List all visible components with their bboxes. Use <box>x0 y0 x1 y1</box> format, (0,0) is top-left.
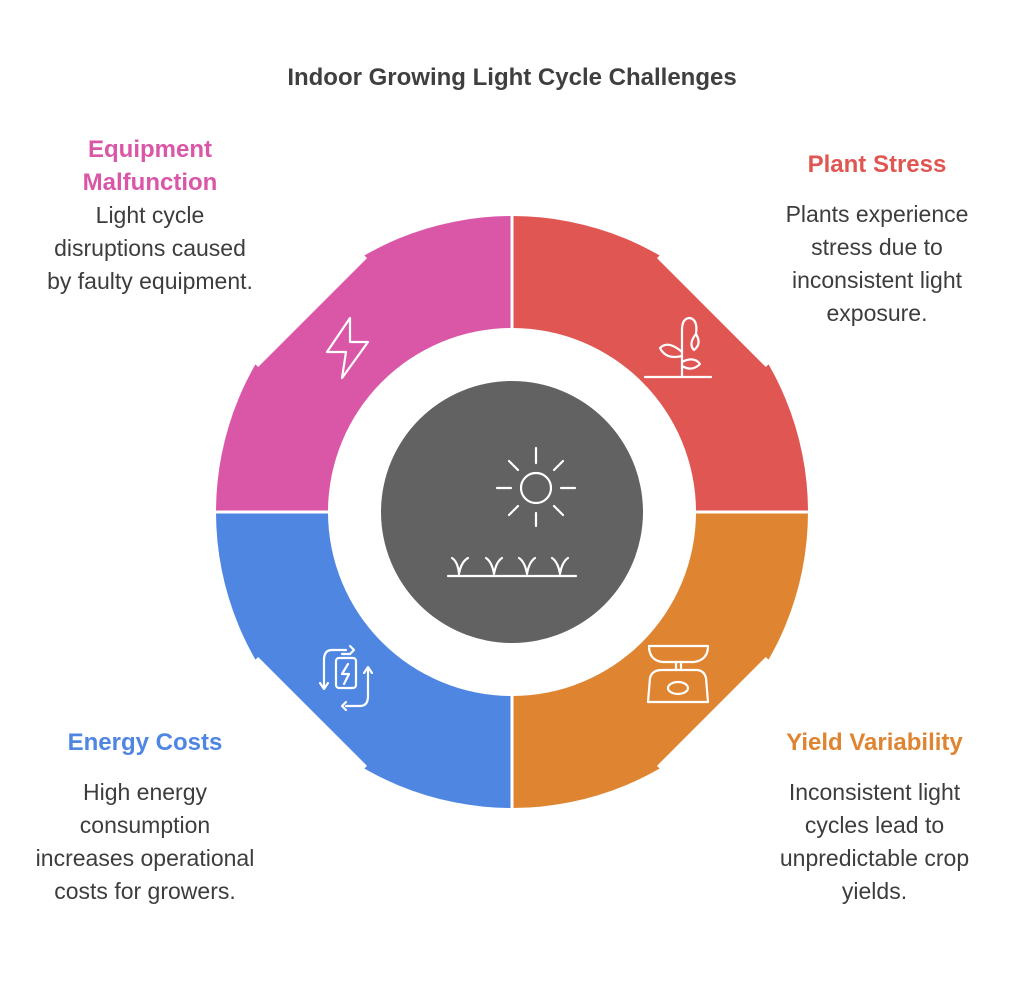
callout-energy-costs: Energy Costs High energy consumption inc… <box>30 726 260 908</box>
yield-variability-heading: Yield Variability <box>786 729 963 756</box>
battery-cycle-icon <box>318 644 374 712</box>
equipment-malfunction-description: Light cycle disruptions caused by faulty… <box>47 202 253 294</box>
plant-stress-heading: Plant Stress <box>807 151 947 178</box>
plant-stress-description: Plants experience stress due to inconsis… <box>785 201 969 326</box>
callout-equipment-malfunction: Equipment Malfunction Light cycle disrup… <box>30 133 270 298</box>
weighing-scale-icon <box>646 644 710 704</box>
wilted-plant-icon <box>643 316 713 379</box>
yield-variability-description: Inconsistent light cycles lead to unpred… <box>779 779 970 904</box>
energy-costs-description: High energy consumption increases operat… <box>35 779 255 904</box>
sun-over-crops-icon <box>446 446 578 578</box>
diagram-title: Indoor Growing Light Cycle Challenges <box>287 64 737 91</box>
lightning-bolt-icon <box>325 316 370 380</box>
energy-costs-heading: Energy Costs <box>67 729 223 756</box>
callout-plant-stress: Plant Stress Plants experience stress du… <box>752 148 1002 330</box>
equipment-malfunction-heading: Equipment Malfunction <box>82 136 218 196</box>
callout-yield-variability: Yield Variability Inconsistent light cyc… <box>752 726 997 908</box>
